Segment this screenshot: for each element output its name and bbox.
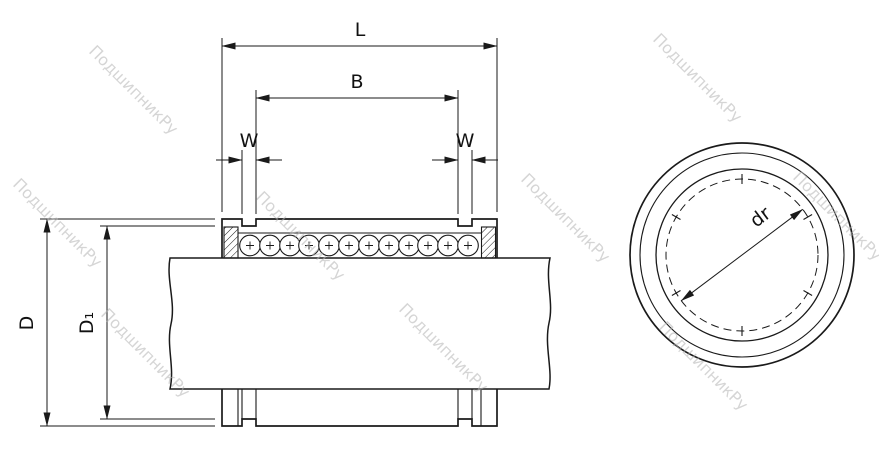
label-dr: dr	[746, 202, 775, 232]
extension-lines-L	[221, 38, 498, 212]
label-B: B	[350, 71, 363, 93]
label-W-right: W	[456, 130, 475, 152]
bearing-shell-top	[221, 218, 498, 258]
shaft	[168, 257, 552, 390]
label-L: L	[355, 19, 366, 41]
label-D: D	[16, 316, 38, 331]
seal-left	[223, 226, 239, 259]
track-tick-marks	[671, 174, 813, 336]
watermark-text: ПодшипникРу	[789, 167, 879, 264]
outer-ring-inner-circle	[639, 152, 845, 358]
dim-line-dr	[680, 208, 804, 302]
extension-lines-D1	[100, 225, 215, 420]
dimension-dr: dr	[680, 202, 804, 302]
ball-row	[239, 234, 479, 257]
extension-lines-B	[255, 90, 459, 214]
ball-center-crosses	[246, 241, 472, 250]
watermark-text: ПодшипникРу	[649, 29, 746, 126]
side-view: L B W W D	[16, 19, 552, 427]
bearing-shell-bottom	[221, 389, 498, 427]
retainer-circle	[655, 168, 829, 342]
label-D1: D₁	[76, 312, 98, 334]
seal-right	[480, 226, 497, 259]
dimension-B: B	[255, 71, 459, 214]
dimension-D1: D₁	[76, 225, 215, 420]
watermark-text: ПодшипникРу	[517, 169, 614, 266]
dimension-W-right: W	[432, 130, 498, 214]
dimension-L: L	[221, 19, 498, 212]
dimension-W-left: W	[216, 130, 282, 214]
dimension-D: D	[16, 218, 215, 427]
bottom-groove-lines	[237, 389, 482, 426]
watermark-text: ПодшипникРу	[85, 41, 182, 138]
outer-diameter-circle	[629, 142, 855, 368]
extension-lines-D	[40, 218, 215, 427]
label-W-left: W	[240, 130, 259, 152]
watermark-text: ПодшипникРу	[9, 174, 106, 271]
